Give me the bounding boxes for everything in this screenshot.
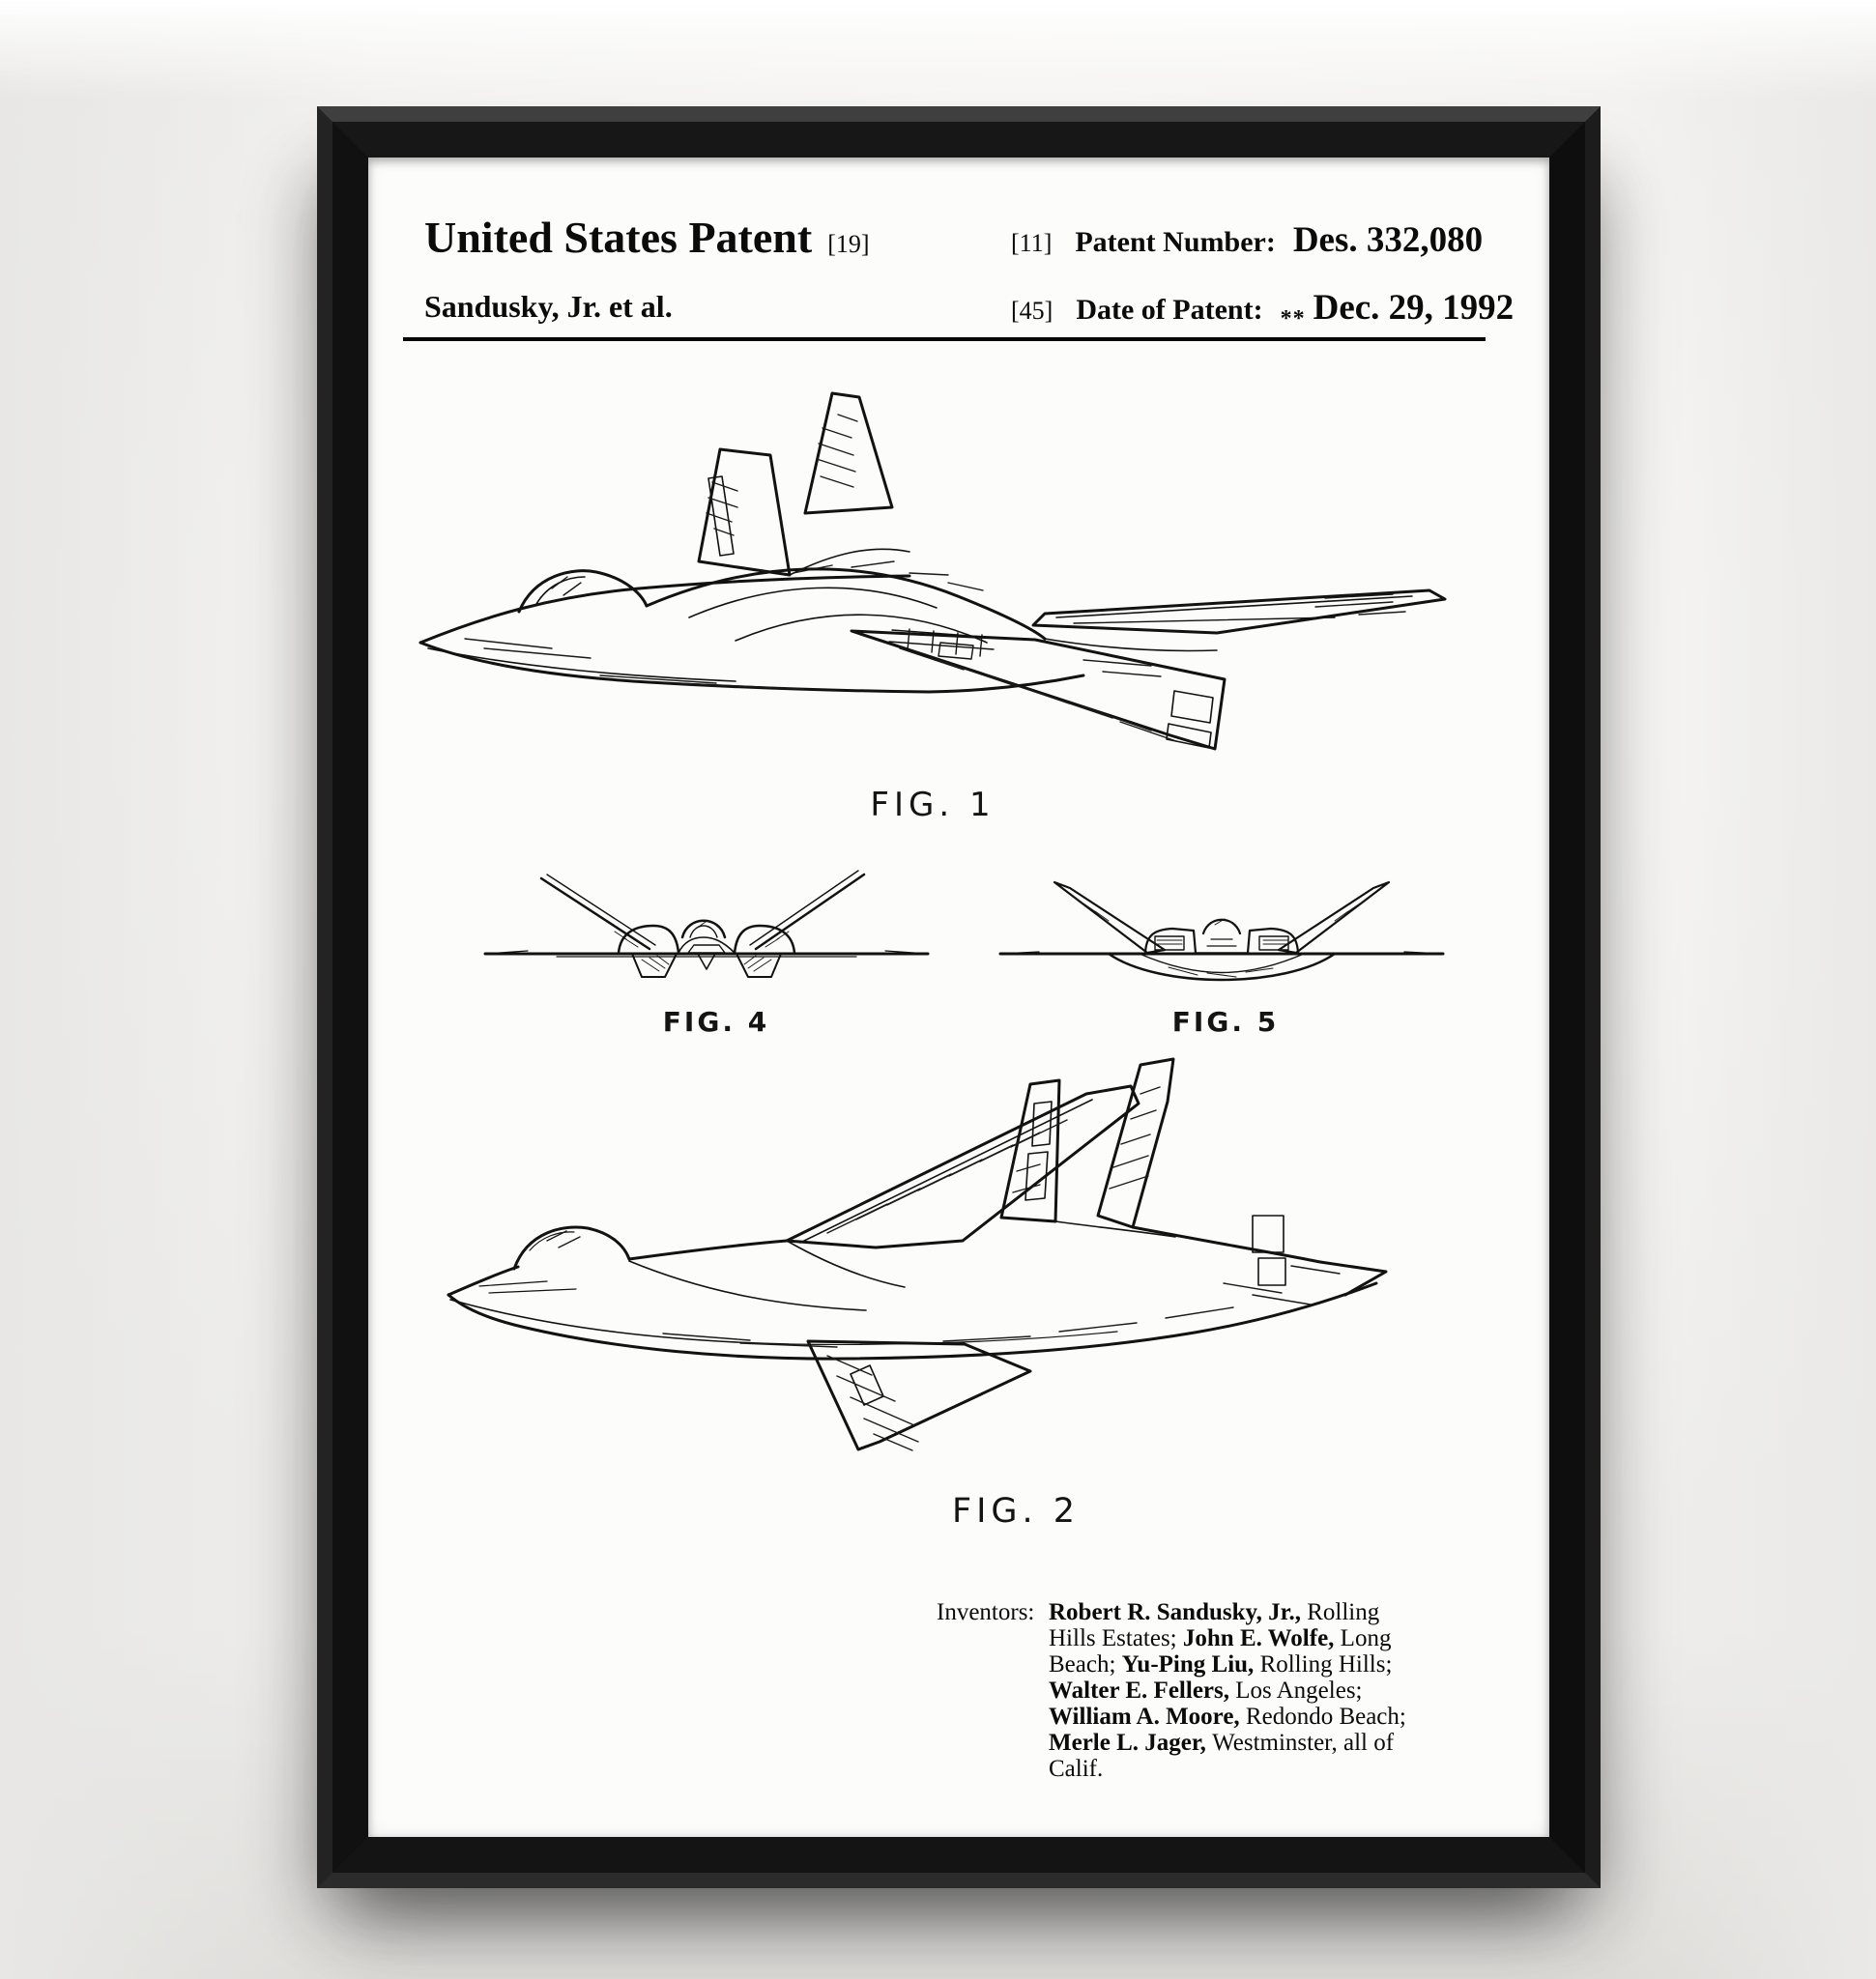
header-rule bbox=[403, 337, 1486, 341]
patent-number-label: Patent Number: bbox=[1075, 226, 1276, 258]
fig1-hatching bbox=[464, 414, 1406, 742]
fig4-label: FIG. 4 bbox=[662, 1006, 770, 1038]
patent-number-value: Des. 332,080 bbox=[1292, 220, 1484, 260]
fig1-outlines bbox=[418, 391, 1447, 751]
patent-number-code: [11] bbox=[1011, 229, 1053, 257]
fig2-label: FIG. 2 bbox=[951, 1492, 1081, 1531]
fig1-label: FIG. 1 bbox=[870, 786, 996, 824]
picture-frame: United States Patent [19] [11] Patent Num… bbox=[317, 106, 1601, 1888]
patent-date-label: Date of Patent: bbox=[1076, 294, 1263, 326]
fig4-hatching bbox=[614, 921, 790, 972]
patent-date-value: Dec. 29, 1992 bbox=[1313, 288, 1515, 328]
fig4-drawing-front-view bbox=[483, 870, 930, 978]
fig2-hatching bbox=[546, 1086, 1341, 1451]
patent-number-row: [11] Patent Number: Des. 332,080 bbox=[1011, 219, 1483, 261]
fig5-drawing-rear-view bbox=[998, 880, 1445, 982]
fig1-drawing-aircraft-perspective bbox=[418, 391, 1447, 751]
frame-inner-face: United States Patent [19] [11] Patent Num… bbox=[332, 122, 1585, 1873]
patent-title-code: [19] bbox=[827, 230, 870, 258]
assignee-line: Sandusky, Jr. et al. bbox=[424, 289, 673, 324]
fig5-outlines bbox=[998, 880, 1445, 982]
patent-date-row: [45] Date of Patent: ** Dec. 29, 1992 bbox=[1011, 287, 1515, 331]
fig4-outlines bbox=[483, 870, 930, 978]
fig5-hatching bbox=[1071, 895, 1372, 978]
patent-header-left: United States Patent [19] bbox=[424, 212, 870, 263]
fig5-label: FIG. 5 bbox=[1171, 1006, 1280, 1038]
inventors-label: Inventors: bbox=[937, 1599, 1035, 1625]
fig2-drawing-aircraft-perspective bbox=[447, 1057, 1388, 1451]
patent-date-code: [45] bbox=[1011, 297, 1053, 325]
patent-print-paper: United States Patent [19] [11] Patent Num… bbox=[368, 158, 1549, 1837]
patent-title: United States Patent bbox=[424, 213, 813, 262]
inventors-text: Robert R. Sandusky, Jr., Rolling Hills E… bbox=[1049, 1599, 1406, 1782]
fig2-outlines bbox=[447, 1057, 1388, 1451]
date-asterisks: ** bbox=[1280, 306, 1306, 331]
